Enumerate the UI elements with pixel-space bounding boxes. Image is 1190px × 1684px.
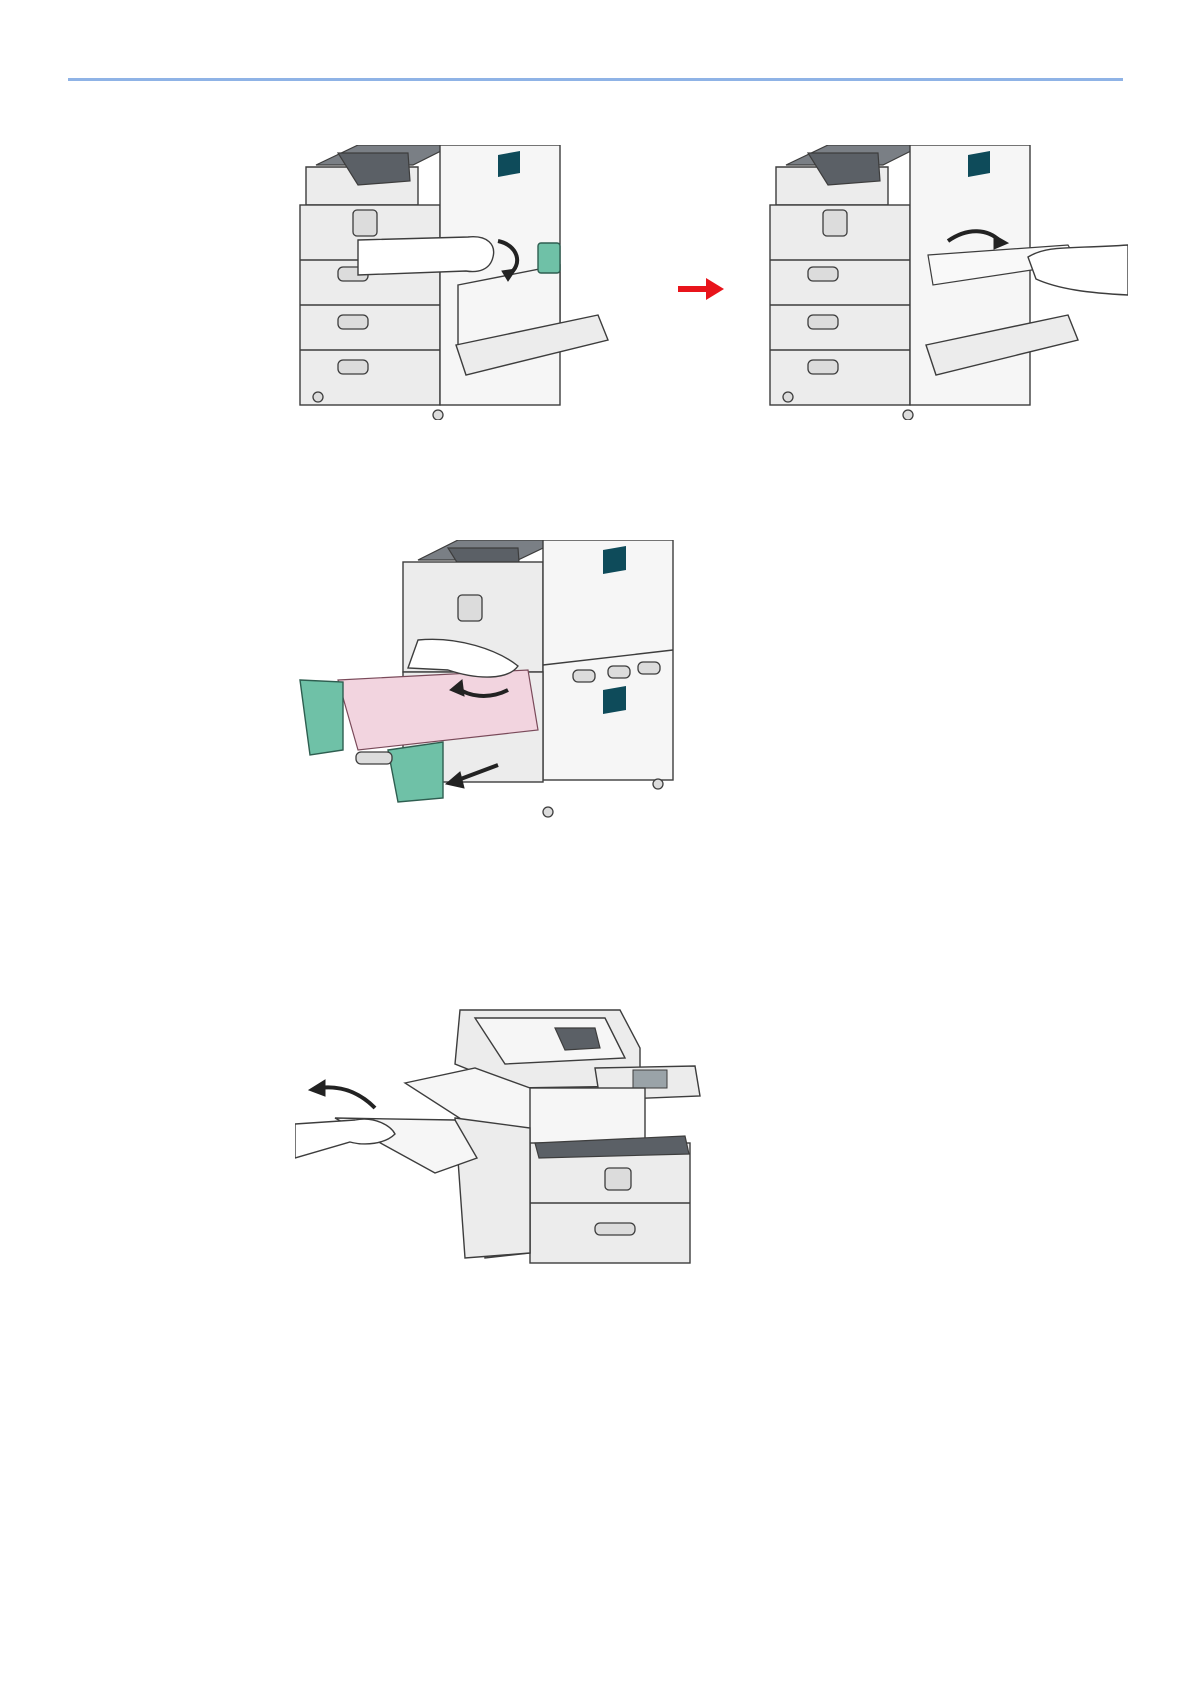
figure-remove-jammed-paper (768, 145, 1128, 420)
header-rule (68, 78, 1123, 81)
figure-open-finisher-cover (295, 1008, 715, 1268)
figure-pull-out-drawer (298, 540, 698, 820)
figure-open-right-cover (298, 145, 618, 420)
step-arrow-icon (678, 278, 724, 300)
